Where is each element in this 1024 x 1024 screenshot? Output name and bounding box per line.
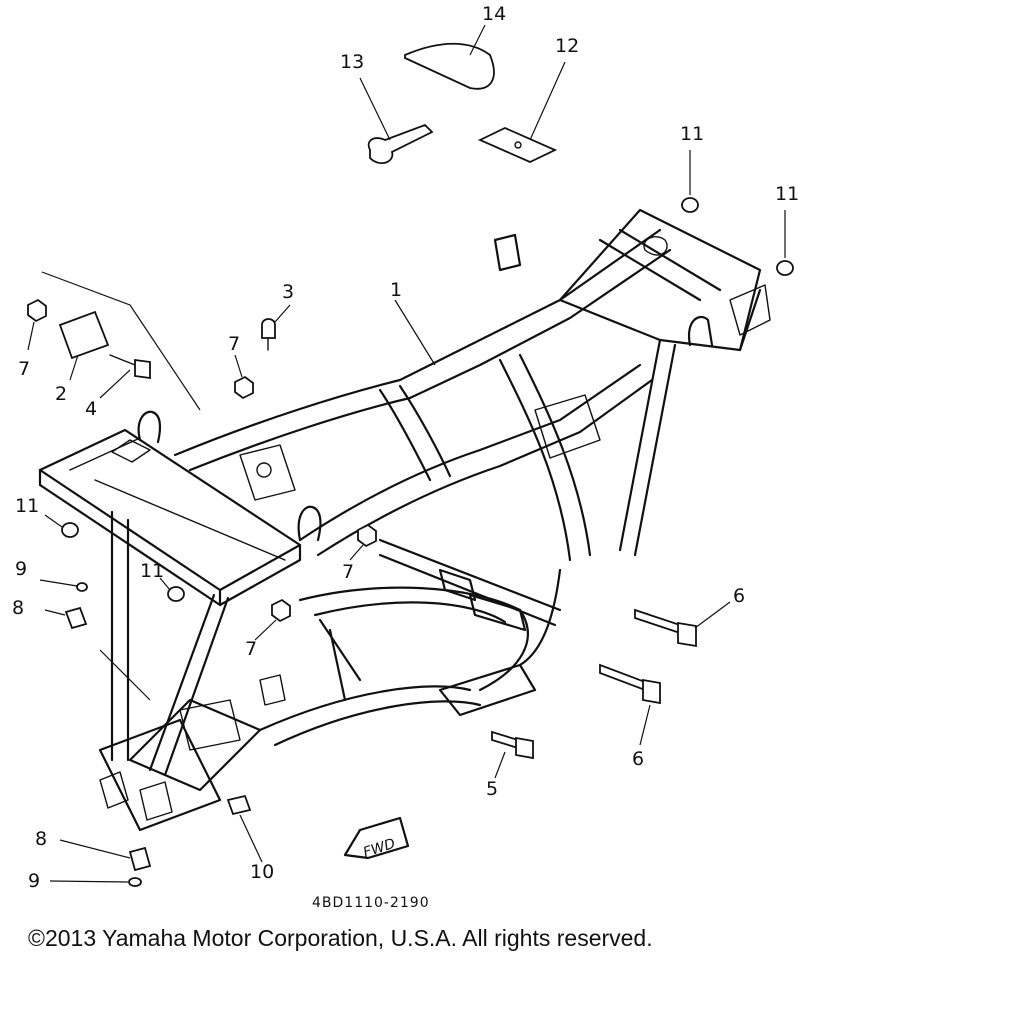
part-3-bolt [261, 318, 276, 351]
callout-7: 7 [245, 638, 257, 660]
callout-4: 4 [85, 398, 97, 420]
callout-6: 6 [632, 748, 644, 770]
callout-8: 8 [35, 828, 47, 850]
copyright-notice: ©2013 Yamaha Motor Corporation, U.S.A. A… [28, 925, 653, 951]
leader-lines [27, 24, 786, 883]
callout-5: 5 [486, 778, 498, 800]
part-8-collar [64, 606, 152, 872]
part-11-grommet [61, 197, 794, 602]
callout-11: 11 [140, 560, 164, 582]
part-7-nut [27, 298, 377, 623]
drawing-code: 4BD1110-2190 [312, 895, 430, 911]
callout-2: 2 [55, 383, 67, 405]
fwd-arrow: FWD [343, 816, 410, 861]
callout-9: 9 [28, 870, 40, 892]
callout-11: 11 [775, 183, 799, 205]
part-10-fitting [226, 794, 252, 816]
callout-14: 14 [482, 3, 506, 25]
part-13-strap [367, 123, 434, 165]
callout-12: 12 [555, 35, 579, 57]
part-14-pad [404, 42, 495, 90]
callout-11: 11 [680, 123, 704, 145]
callout-numbers: 14 12 13 11 11 3 1 7 7 2 4 11 11 9 8 7 7… [12, 3, 799, 892]
callout-7: 7 [342, 561, 354, 583]
callout-7: 7 [18, 358, 30, 380]
callout-8: 8 [12, 597, 24, 619]
callout-3: 3 [282, 281, 294, 303]
callout-13: 13 [340, 51, 364, 73]
main-frame [38, 208, 771, 832]
part-6-bolt [599, 608, 697, 705]
part-4-bolt [109, 354, 151, 380]
part-5-bolt [491, 730, 534, 760]
callout-11: 11 [15, 495, 39, 517]
part-9-washer [76, 582, 142, 887]
part-12-plate [477, 127, 558, 163]
part-2-bracket [58, 310, 110, 360]
callout-6: 6 [733, 585, 745, 607]
callout-9: 9 [15, 558, 27, 580]
callout-10: 10 [250, 861, 274, 883]
callout-7: 7 [228, 333, 240, 355]
fwd-label: FWD [361, 836, 397, 861]
callout-1: 1 [390, 279, 402, 301]
